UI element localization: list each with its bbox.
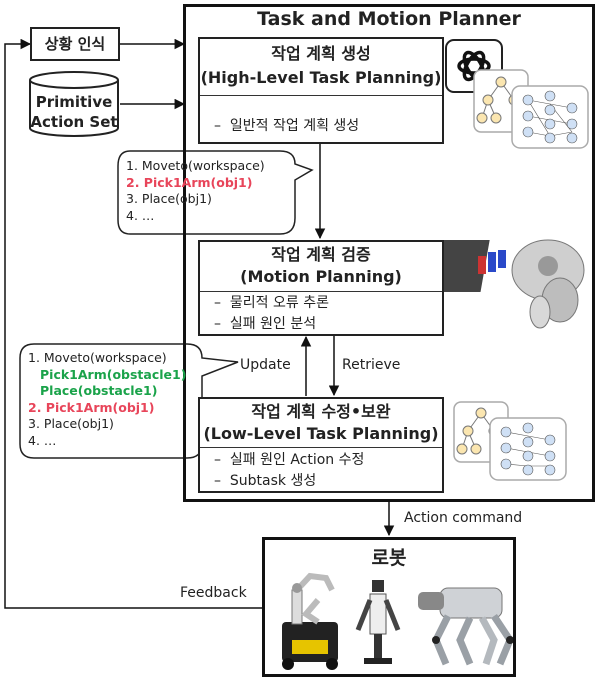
bullet-text: 물리적 오류 추론 (229, 295, 329, 311)
situation-awareness-label: 상황 인식 (44, 35, 106, 53)
plan-step-failed: 2. Pick1Arm(obj1) (126, 174, 253, 190)
low-level-title-line2: (Low-Level Task Planning) (203, 424, 439, 443)
humanoid-robot-image (355, 580, 401, 664)
bullet-marker: – (214, 118, 221, 134)
retrieve-label: Retrieve (342, 357, 401, 373)
low-level-divider (200, 447, 442, 448)
motion-bullet-2: – 실패 원인 분석 (214, 313, 316, 333)
bullet-text: 실패 원인 Action 수정 (229, 452, 365, 468)
speech-bubble-2-text: 1. Moveto(workspace) Pick1Arm(obstacle1)… (28, 350, 186, 449)
bullet-marker: – (214, 473, 221, 489)
action-command-label: Action command (404, 510, 523, 526)
plan-step: 3. Place(obj1) (126, 191, 212, 206)
speech-bubble-1-text: 1. Moveto(workspace) 2. Pick1Arm(obj1) 3… (126, 158, 265, 224)
motion-planning-box: 작업 계획 검증 (Motion Planning) – 물리적 오류 추론 –… (198, 240, 444, 336)
plan-step: 4. … (126, 207, 155, 223)
bullet-text: 실패 원인 분석 (229, 316, 317, 332)
plan-step: 3. Place(obj1) (28, 416, 114, 431)
robot-box (262, 537, 516, 677)
robot-title: 로봇 (371, 547, 407, 569)
update-label: Update (240, 357, 291, 373)
primitive-action-set-label: Primitive Action Set (30, 92, 118, 132)
high-level-title-line1: 작업 계획 생성 (271, 44, 371, 63)
motion-divider (200, 291, 442, 292)
low-level-task-planning-box: 작업 계획 수정•보완 (Low-Level Task Planning) – … (198, 397, 444, 493)
speech-bubble-1 (117, 150, 314, 235)
motion-title-line1: 작업 계획 검증 (271, 245, 371, 264)
plan-step: 1. Moveto(workspace) (126, 158, 265, 173)
plan-step: 4. … (28, 432, 57, 448)
arrow-feedback (4, 38, 262, 609)
plan-step-failed: 2. Pick1Arm(obj1) (28, 399, 155, 415)
bullet-marker: – (214, 452, 221, 468)
primitive-cylinder (29, 71, 119, 137)
bullet-text: 일반적 작업 계획 생성 (229, 118, 360, 134)
high-level-bullet: – 일반적 작업 계획 생성 (214, 115, 359, 135)
bullet-text: Subtask 생성 (229, 473, 317, 489)
primitive-label-line2: Action Set (30, 113, 118, 131)
neural-network-icon-1 (511, 85, 589, 149)
feedback-label: Feedback (180, 585, 247, 601)
motion-bullet-1: – 물리적 오류 추론 (214, 292, 329, 312)
neural-network-icon-2 (489, 417, 567, 481)
motion-title-line2: (Motion Planning) (240, 267, 402, 286)
low-level-bullet-2: – Subtask 생성 (214, 470, 316, 490)
mobile-manipulator-robot-image (282, 572, 338, 670)
high-level-divider (200, 95, 442, 96)
bullet-marker: – (214, 316, 221, 332)
planner-title: Task and Motion Planner (257, 8, 521, 30)
plan-step-added: Place(obstacle1) (40, 383, 158, 398)
low-level-bullet-1: – 실패 원인 Action 수정 (214, 449, 364, 469)
task-motion-planner-frame (183, 4, 595, 502)
plan-step-added: Pick1Arm(obstacle1) (40, 366, 187, 382)
situation-awareness-box: 상황 인식 (30, 27, 120, 61)
quadruped-robot-image (418, 587, 514, 666)
plan-step: 1. Moveto(workspace) (28, 350, 167, 365)
high-level-task-planning-box: 작업 계획 생성 (High-Level Task Planning) – 일반… (198, 37, 444, 144)
low-level-title-line1: 작업 계획 수정•보완 (251, 402, 391, 421)
primitive-label-line1: Primitive (35, 93, 113, 111)
bullet-marker: – (214, 295, 221, 311)
high-level-title-line2: (High-Level Task Planning) (200, 68, 442, 87)
